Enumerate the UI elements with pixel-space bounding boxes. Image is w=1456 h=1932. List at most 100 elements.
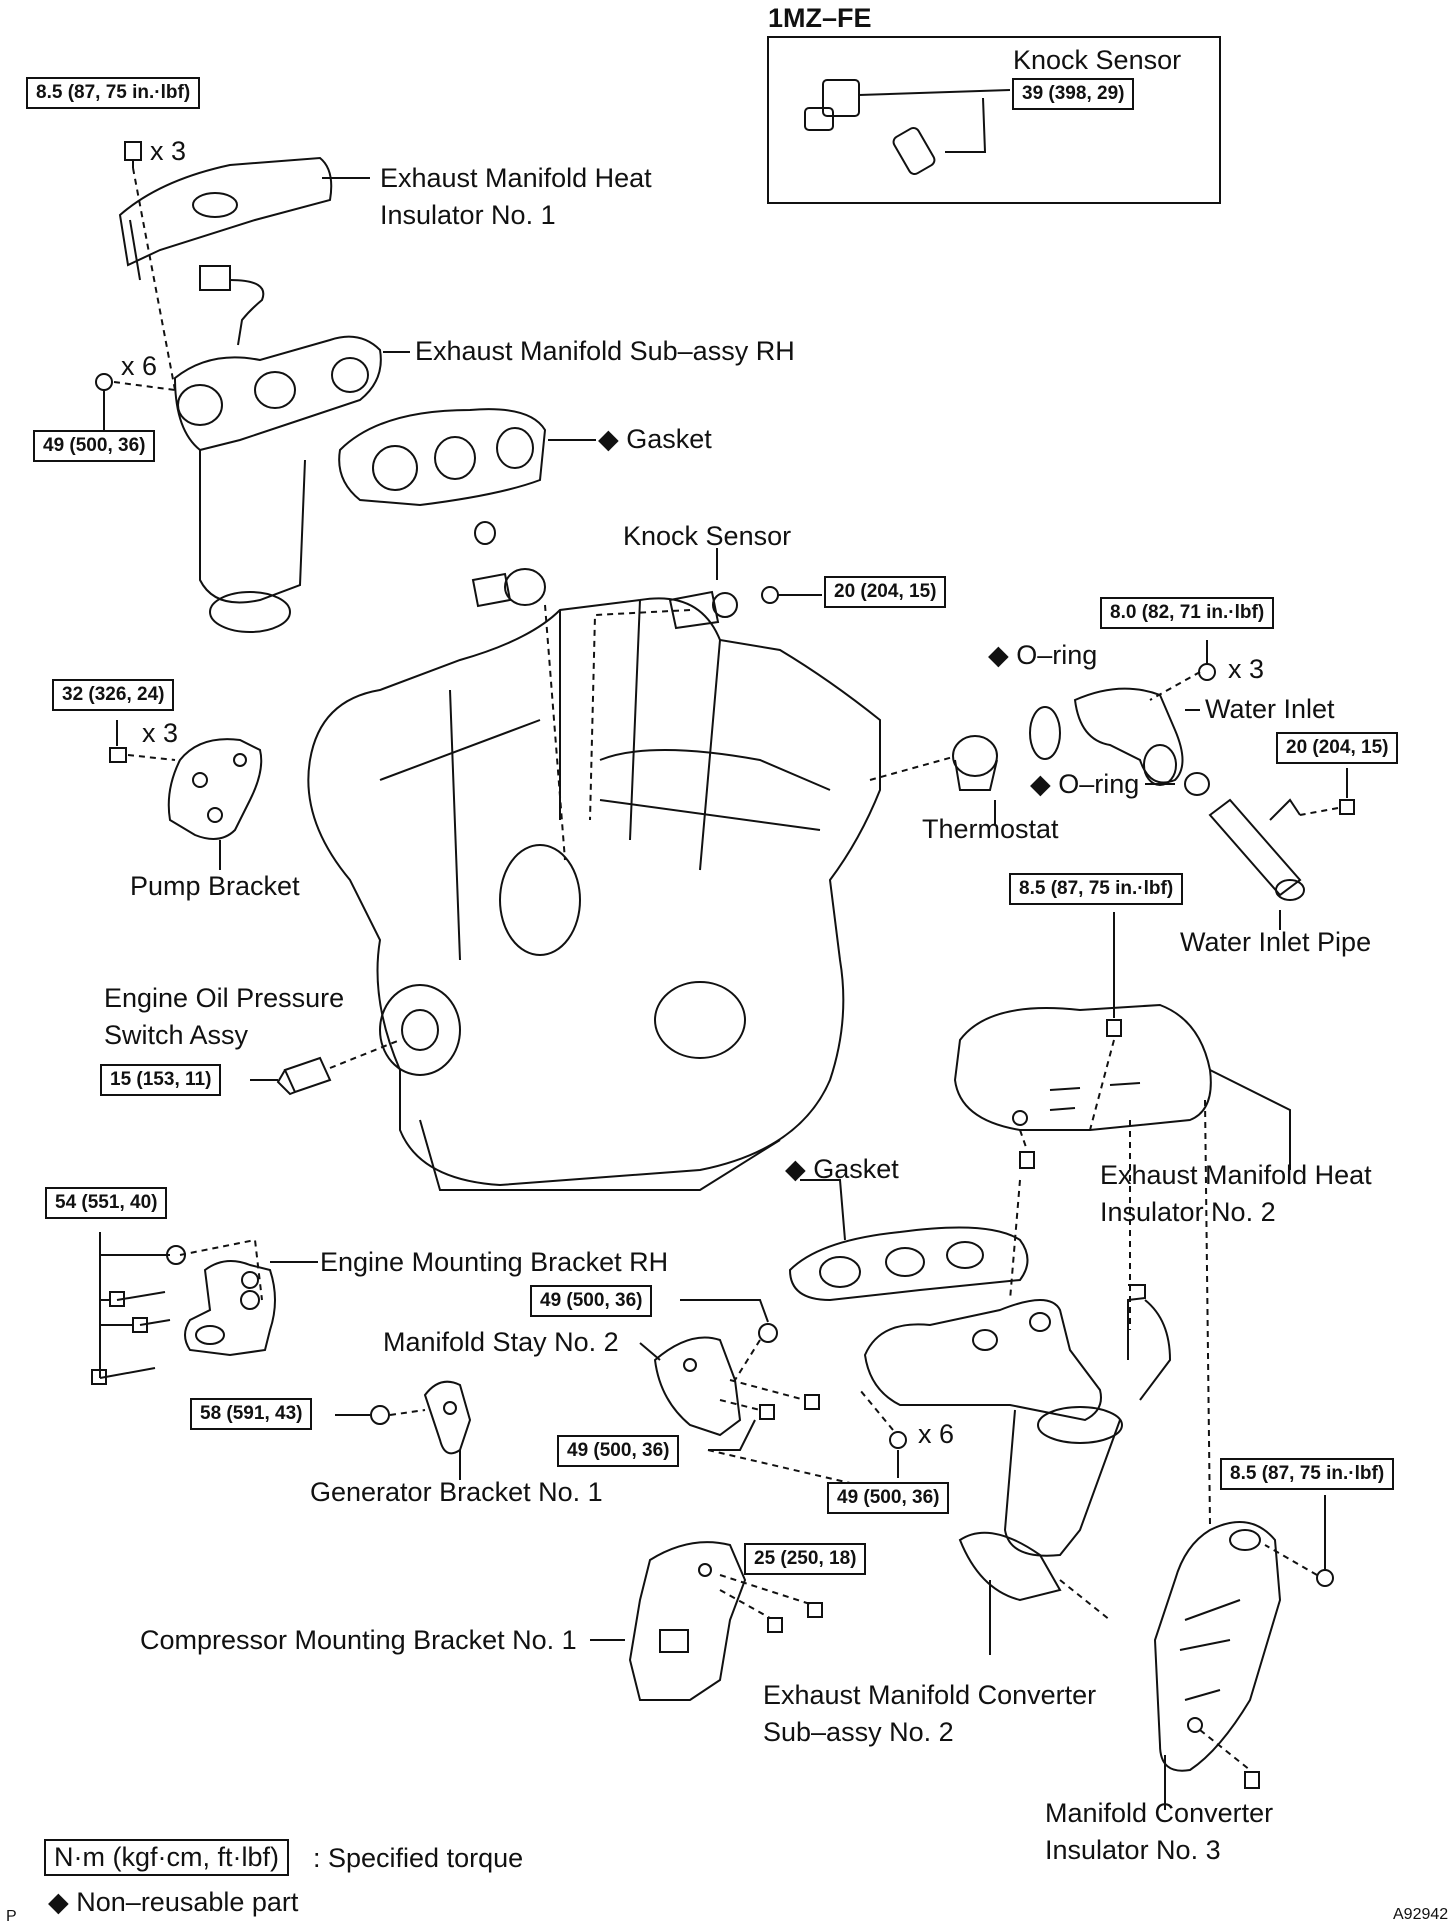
label-exhaust-converter-line1: Exhaust Manifold Converter	[763, 1680, 1097, 1710]
torque-exhaust-manifold-rh: 49 (500, 36)	[33, 430, 156, 462]
pump-bracket-drawing	[167, 738, 263, 840]
bolt-drawing	[109, 747, 127, 763]
legend-non-reusable-part: ◆ Non–reusable part	[48, 1887, 299, 1917]
gasket-top-drawing	[338, 408, 547, 507]
label-heat-insulator-2-line2: Insulator No. 2	[1100, 1197, 1276, 1227]
inset-frame	[767, 36, 1221, 204]
label-converter-insulator-line1: Manifold Converter	[1045, 1798, 1274, 1828]
torque-engine-mounting-bracket: 54 (551, 40)	[45, 1187, 168, 1219]
nut-drawing	[370, 1405, 390, 1425]
torque-pointer	[708, 1419, 756, 1451]
label-pointer	[1209, 1069, 1291, 1170]
water-inlet-pipe-drawing	[1208, 798, 1305, 901]
qty-nuts-converter: x 6	[918, 1419, 955, 1449]
bolt-drawing	[807, 1602, 823, 1618]
leader-line	[719, 1379, 806, 1411]
leader-line	[734, 1339, 761, 1381]
torque-generator-bracket: 58 (591, 43)	[190, 1398, 313, 1430]
label-gasket-top: ◆ Gasket	[598, 424, 712, 454]
inset-knock-sensor-label: Knock Sensor	[1013, 45, 1182, 75]
label-generator-bracket: Generator Bracket No. 1	[310, 1477, 603, 1507]
label-exhaust-converter-line2: Sub–assy No. 2	[763, 1717, 954, 1747]
label-knock-sensor: Knock Sensor	[623, 521, 792, 551]
leader-line	[859, 1389, 894, 1431]
bolt-drawing	[132, 1317, 171, 1333]
torque-heat-insulator-1: 8.5 (87, 75 in.·lbf)	[26, 77, 201, 109]
manifold-converter-insulator-3-drawing	[1153, 1521, 1282, 1772]
engine-mounting-bracket-drawing	[184, 1260, 276, 1357]
exhaust-manifold-rh-drawing	[173, 335, 382, 633]
label-exhaust-manifold-rh: Exhaust Manifold Sub–assy RH	[415, 336, 795, 366]
bolt-drawing	[109, 1291, 166, 1307]
label-pump-bracket: Pump Bracket	[130, 871, 300, 901]
label-water-inlet-pipe: Water Inlet Pipe	[1180, 927, 1372, 957]
label-heat-insulator-1-line2: Insulator No. 1	[380, 200, 556, 230]
bolt-drawing	[804, 1394, 820, 1410]
label-pointer	[800, 1179, 846, 1241]
figure-code: A92942	[1393, 1906, 1449, 1923]
label-engine-mounting-bracket: Engine Mounting Bracket RH	[320, 1247, 669, 1277]
leader-line	[1204, 1099, 1211, 1526]
leader-line	[1149, 671, 1201, 701]
label-heat-insulator-2-line1: Exhaust Manifold Heat	[1100, 1160, 1372, 1190]
torque-water-inlet-pipe: 20 (204, 15)	[1276, 732, 1399, 764]
leader-line	[1264, 1544, 1318, 1576]
compressor-bracket-drawing	[628, 1541, 747, 1701]
nut-drawing	[95, 373, 113, 391]
manifold-stay-drawing	[653, 1336, 742, 1437]
torque-manifold-stay-nut: 49 (500, 36)	[530, 1285, 653, 1317]
corner-mark-left: P	[6, 1908, 17, 1925]
bolt-drawing	[767, 1617, 783, 1633]
o-ring-2-drawing	[1184, 772, 1210, 796]
torque-knock-sensor: 20 (204, 15)	[824, 576, 947, 608]
torque-manifold-stay-bolt: 49 (500, 36)	[557, 1435, 680, 1467]
oxygen-sensor-drawing	[199, 265, 265, 346]
label-compressor-bracket: Compressor Mounting Bracket No. 1	[140, 1625, 577, 1655]
nut-drawing	[758, 1323, 778, 1343]
label-thermostat: Thermostat	[922, 814, 1059, 844]
label-water-inlet: Water Inlet	[1205, 694, 1335, 724]
torque-converter-insulator: 8.5 (87, 75 in.·lbf)	[1220, 1458, 1395, 1490]
leader-line	[869, 756, 954, 781]
torque-oil-pressure-switch: 15 (153, 11)	[100, 1064, 222, 1096]
qty-bolts-heat-insulator-1: x 3	[150, 136, 187, 166]
leader-line	[589, 609, 691, 821]
bolt-drawing	[124, 141, 142, 168]
torque-compressor-bracket: 25 (250, 18)	[744, 1543, 867, 1575]
bolt-drawing	[91, 1367, 156, 1385]
label-heat-insulator-1-line1: Exhaust Manifold Heat	[380, 163, 652, 193]
engine-block-drawing	[307, 597, 881, 1191]
inset-knock-sensor-drawing	[804, 79, 1011, 175]
bolt-drawing	[1106, 1019, 1122, 1037]
leader-line	[132, 167, 176, 391]
label-pointer	[639, 1342, 661, 1361]
exhaust-manifold-converter-2-drawing	[863, 1284, 1172, 1602]
label-manifold-stay: Manifold Stay No. 2	[383, 1327, 619, 1357]
heat-insulator-1-drawing	[118, 156, 333, 281]
leader-line	[719, 1574, 811, 1619]
torque-pump-bracket: 32 (326, 24)	[52, 679, 175, 711]
thermostat-drawing	[952, 735, 998, 791]
gasket-bottom-drawing	[788, 1226, 1029, 1302]
nut-drawing	[1316, 1569, 1334, 1587]
o-ring-1-drawing	[1029, 706, 1061, 760]
leader-line	[329, 1039, 401, 1069]
leader-line	[1019, 1129, 1028, 1151]
qty-nuts-exhaust-manifold-rh: x 6	[121, 351, 158, 381]
qty-nuts-water-inlet: x 3	[1228, 654, 1265, 684]
label-gasket-bottom: ◆ Gasket	[785, 1154, 899, 1184]
bolt-drawing	[1339, 799, 1355, 815]
bolt-drawing	[759, 1404, 775, 1420]
torque-pointer	[680, 1299, 769, 1323]
heat-insulator-2-drawing	[953, 1003, 1212, 1131]
label-o-ring-1: ◆ O–ring	[988, 640, 1098, 670]
bolt-drawing	[1019, 1151, 1035, 1169]
leader-line	[1089, 1039, 1115, 1131]
inset-title: 1MZ–FE	[768, 3, 872, 33]
label-oil-switch-line1: Engine Oil Pressure	[104, 983, 345, 1013]
leader-line	[127, 754, 176, 761]
bolt-drawing	[1244, 1771, 1260, 1789]
torque-pointer	[99, 1232, 170, 1378]
